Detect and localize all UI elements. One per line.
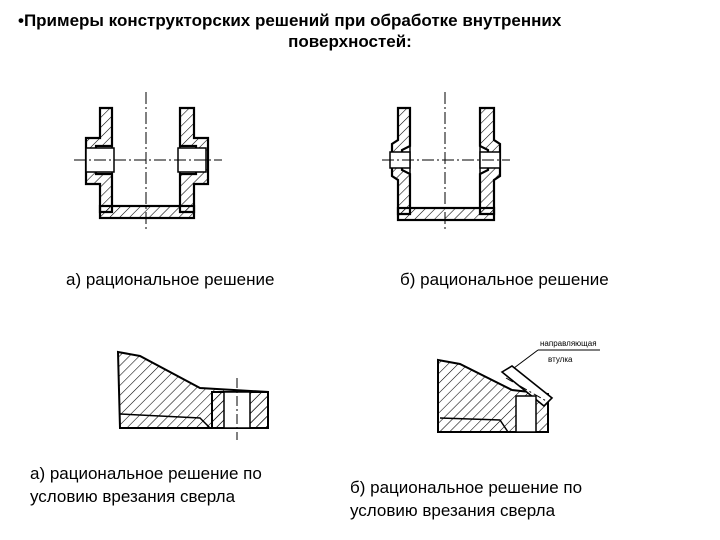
caption-bottom-left-line2: условию врезания сверла xyxy=(30,487,236,506)
slide-title-line2: поверхностей: xyxy=(288,32,412,51)
slide-title: •Примеры конструкторских решений при обр… xyxy=(18,10,702,52)
caption-bottom-right: б) рациональное решение по условию вреза… xyxy=(350,476,582,522)
caption-bottom-left: а) рациональное решение по условию вреза… xyxy=(30,462,262,508)
drawing-bottom-right-part: направляющая втулка xyxy=(437,339,600,433)
drawing-top-left-bushing xyxy=(74,92,222,232)
caption-top-right: б) рациональное решение xyxy=(400,270,609,289)
caption-top-left: а) рациональное решение xyxy=(66,270,275,289)
caption-bottom-right-line1: б) рациональное решение по xyxy=(350,478,583,497)
drawing-top-right-bushing xyxy=(382,92,510,232)
drawing-bottom-left-part xyxy=(116,350,269,440)
guide-sleeve-label-line1: направляющая xyxy=(540,339,597,348)
caption-bottom-right-line2: условию врезания сверла xyxy=(350,501,556,520)
guide-sleeve-label-line2: втулка xyxy=(548,355,573,364)
slide-title-line1: •Примеры конструкторских решений при обр… xyxy=(18,11,562,30)
caption-bottom-left-line1: а) рациональное решение по xyxy=(30,464,262,483)
